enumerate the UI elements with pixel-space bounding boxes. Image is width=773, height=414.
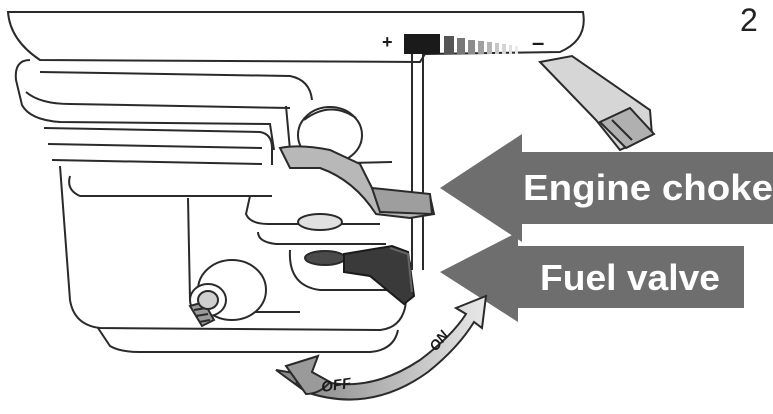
throttle-bar bbox=[404, 34, 440, 54]
rotation-arrow: OFF ON bbox=[275, 294, 488, 401]
fuel-valve-lever bbox=[343, 244, 416, 306]
engine-illustration bbox=[6, 11, 585, 353]
step-number: 2 bbox=[740, 2, 758, 38]
off-label: OFF bbox=[320, 375, 353, 396]
engine-choke-label: Engine choke bbox=[523, 167, 773, 208]
fuel-valve-label: Fuel valve bbox=[540, 257, 720, 298]
throttle-plus: + bbox=[382, 32, 393, 52]
throttle-minus: – bbox=[532, 30, 544, 55]
throttle-scale: + – bbox=[382, 30, 544, 55]
choke-lever bbox=[278, 145, 436, 220]
fuel-valve-callout: Fuel valve bbox=[440, 232, 744, 322]
throttle-handle bbox=[537, 54, 656, 152]
engine-choke-callout: Engine choke bbox=[440, 134, 773, 242]
